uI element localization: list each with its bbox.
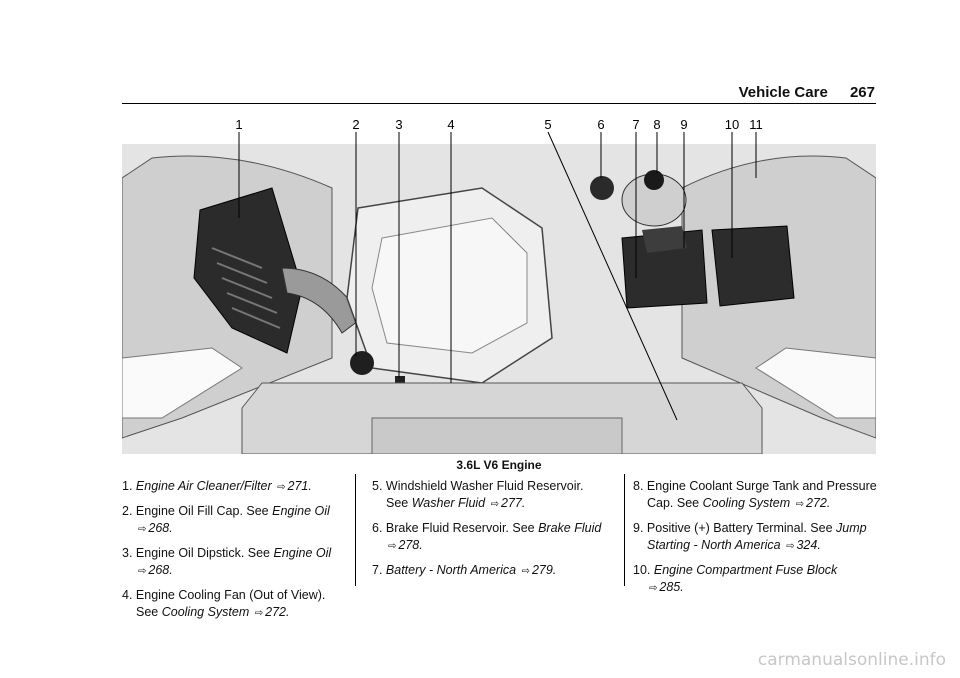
item-text: Engine Oil Dipstick. See [135, 546, 274, 560]
item-number: 7. [372, 563, 383, 577]
callout-1: 1 [235, 118, 242, 132]
coolant-pressure-cap [644, 170, 664, 190]
brake-fluid-reservoir [590, 176, 614, 200]
callout-2: 2 [352, 118, 359, 132]
engine-cover-top [371, 217, 528, 354]
column-divider [624, 474, 625, 586]
item-page: 268. [148, 521, 173, 535]
item-page: 272. [806, 496, 831, 510]
page-ref-icon: ⇨ [388, 541, 397, 552]
header-rule [122, 103, 876, 104]
legend-item: 6. Brake Fluid Reservoir. See Brake Flui… [372, 520, 604, 555]
page-ref-icon: ⇨ [138, 566, 147, 577]
page-ref-icon: ⇨ [277, 482, 286, 493]
item-text: Brake Fluid Reservoir. See [385, 521, 539, 535]
item-number: 5. [372, 479, 383, 493]
item-ref: Brake Fluid [538, 521, 602, 535]
item-ref: Washer Fluid [411, 496, 486, 510]
callout-9: 9 [680, 118, 687, 132]
callout-8: 8 [653, 118, 660, 132]
legend-item: 5. Windshield Washer Fluid Reservoir. Se… [372, 478, 604, 513]
page-header: Vehicle Care 267 [721, 84, 875, 101]
item-page: 271. [287, 479, 312, 493]
battery-terminal-cover [642, 226, 687, 253]
item-ref: Cooling System [161, 605, 250, 619]
callout-11: 11 [749, 118, 763, 132]
item-number: 6. [372, 521, 383, 535]
item-ref: Engine Air Cleaner/Filter [135, 479, 272, 493]
item-ref: Cooling System [702, 496, 791, 510]
callout-leaders [238, 131, 757, 421]
page-ref-icon: ⇨ [795, 499, 805, 510]
page-number: 267 [849, 84, 875, 101]
engine-figure: 1 2 3 4 5 6 7 8 9 10 11 [122, 118, 876, 454]
legend-item: 1. Engine Air Cleaner/Filter ⇨271. [122, 478, 350, 496]
callout-4: 4 [447, 118, 454, 132]
item-text: Windshield Washer Fluid Reservoir. See [385, 479, 584, 510]
column-divider [355, 474, 356, 586]
page-ref-icon: ⇨ [490, 499, 500, 510]
oil-fill-cap [350, 351, 374, 375]
right-headlight [755, 347, 876, 419]
left-headlight [122, 347, 243, 419]
item-page: 268. [148, 563, 173, 577]
legend-item: 8. Engine Coolant Surge Tank and Pressur… [633, 478, 877, 513]
item-number: 3. [122, 546, 133, 560]
page-ref-icon: ⇨ [649, 583, 658, 594]
fuse-block [711, 225, 795, 307]
radiator-cover [371, 417, 623, 454]
item-ref: Battery - North America [385, 563, 517, 577]
callout-10: 10 [725, 118, 739, 132]
item-text: Positive (+) Battery Terminal. See [646, 521, 837, 535]
engine-illustration: 1 2 3 4 5 6 7 8 9 10 11 [122, 118, 876, 454]
section-title: Vehicle Care [738, 84, 828, 101]
item-number: 4. [122, 588, 133, 602]
oil-dipstick [395, 376, 405, 384]
item-text: Engine Cooling Fan (Out of View). See [135, 588, 326, 619]
callout-3: 3 [395, 118, 402, 132]
legend-item: 4. Engine Cooling Fan (Out of View). See… [122, 587, 350, 622]
item-number: 8. [633, 479, 644, 493]
item-page: 272. [265, 605, 290, 619]
figure-caption: 3.6L V6 Engine [456, 458, 542, 472]
item-page: 277. [501, 496, 526, 510]
item-ref: Jump Starting - North America [647, 521, 867, 552]
item-page: 279. [531, 563, 557, 577]
legend-item: 3. Engine Oil Dipstick. See Engine Oil ⇨… [122, 545, 350, 580]
air-cleaner-ribs [211, 247, 281, 329]
item-number: 10. [633, 563, 651, 577]
item-page: 324. [796, 538, 821, 552]
legend-column-3: 8. Engine Coolant Surge Tank and Pressur… [633, 478, 877, 604]
page-ref-icon: ⇨ [138, 524, 147, 535]
item-number: 1. [122, 479, 133, 493]
watermark: carmanualsonline.info [757, 650, 946, 670]
item-text: Engine Oil Fill Cap. See [135, 504, 273, 518]
legend-column-2: 5. Windshield Washer Fluid Reservoir. Se… [372, 478, 604, 587]
callout-5: 5 [544, 118, 551, 132]
callout-7: 7 [632, 118, 639, 132]
legend-item: 10. Engine Compartment Fuse Block ⇨285. [633, 562, 877, 597]
page-ref-icon: ⇨ [521, 566, 530, 577]
item-number: 9. [633, 521, 644, 535]
item-ref: Engine Oil [272, 504, 330, 518]
item-ref: Engine Oil [273, 546, 332, 560]
legend-item: 7. Battery - North America ⇨279. [372, 562, 604, 580]
legend-item: 2. Engine Oil Fill Cap. See Engine Oil ⇨… [122, 503, 350, 538]
item-number: 2. [122, 504, 133, 518]
item-page: 278. [398, 538, 423, 552]
page-ref-icon: ⇨ [254, 608, 264, 619]
item-page: 285. [659, 580, 684, 594]
page-ref-icon: ⇨ [786, 541, 795, 552]
callout-6: 6 [597, 118, 604, 132]
legend-column-1: 1. Engine Air Cleaner/Filter ⇨271. 2. En… [122, 478, 350, 629]
legend-item: 9. Positive (+) Battery Terminal. See Ju… [633, 520, 877, 555]
item-text: Engine Coolant Surge Tank and Pressure C… [646, 479, 877, 510]
item-ref: Engine Compartment Fuse Block [653, 563, 838, 577]
